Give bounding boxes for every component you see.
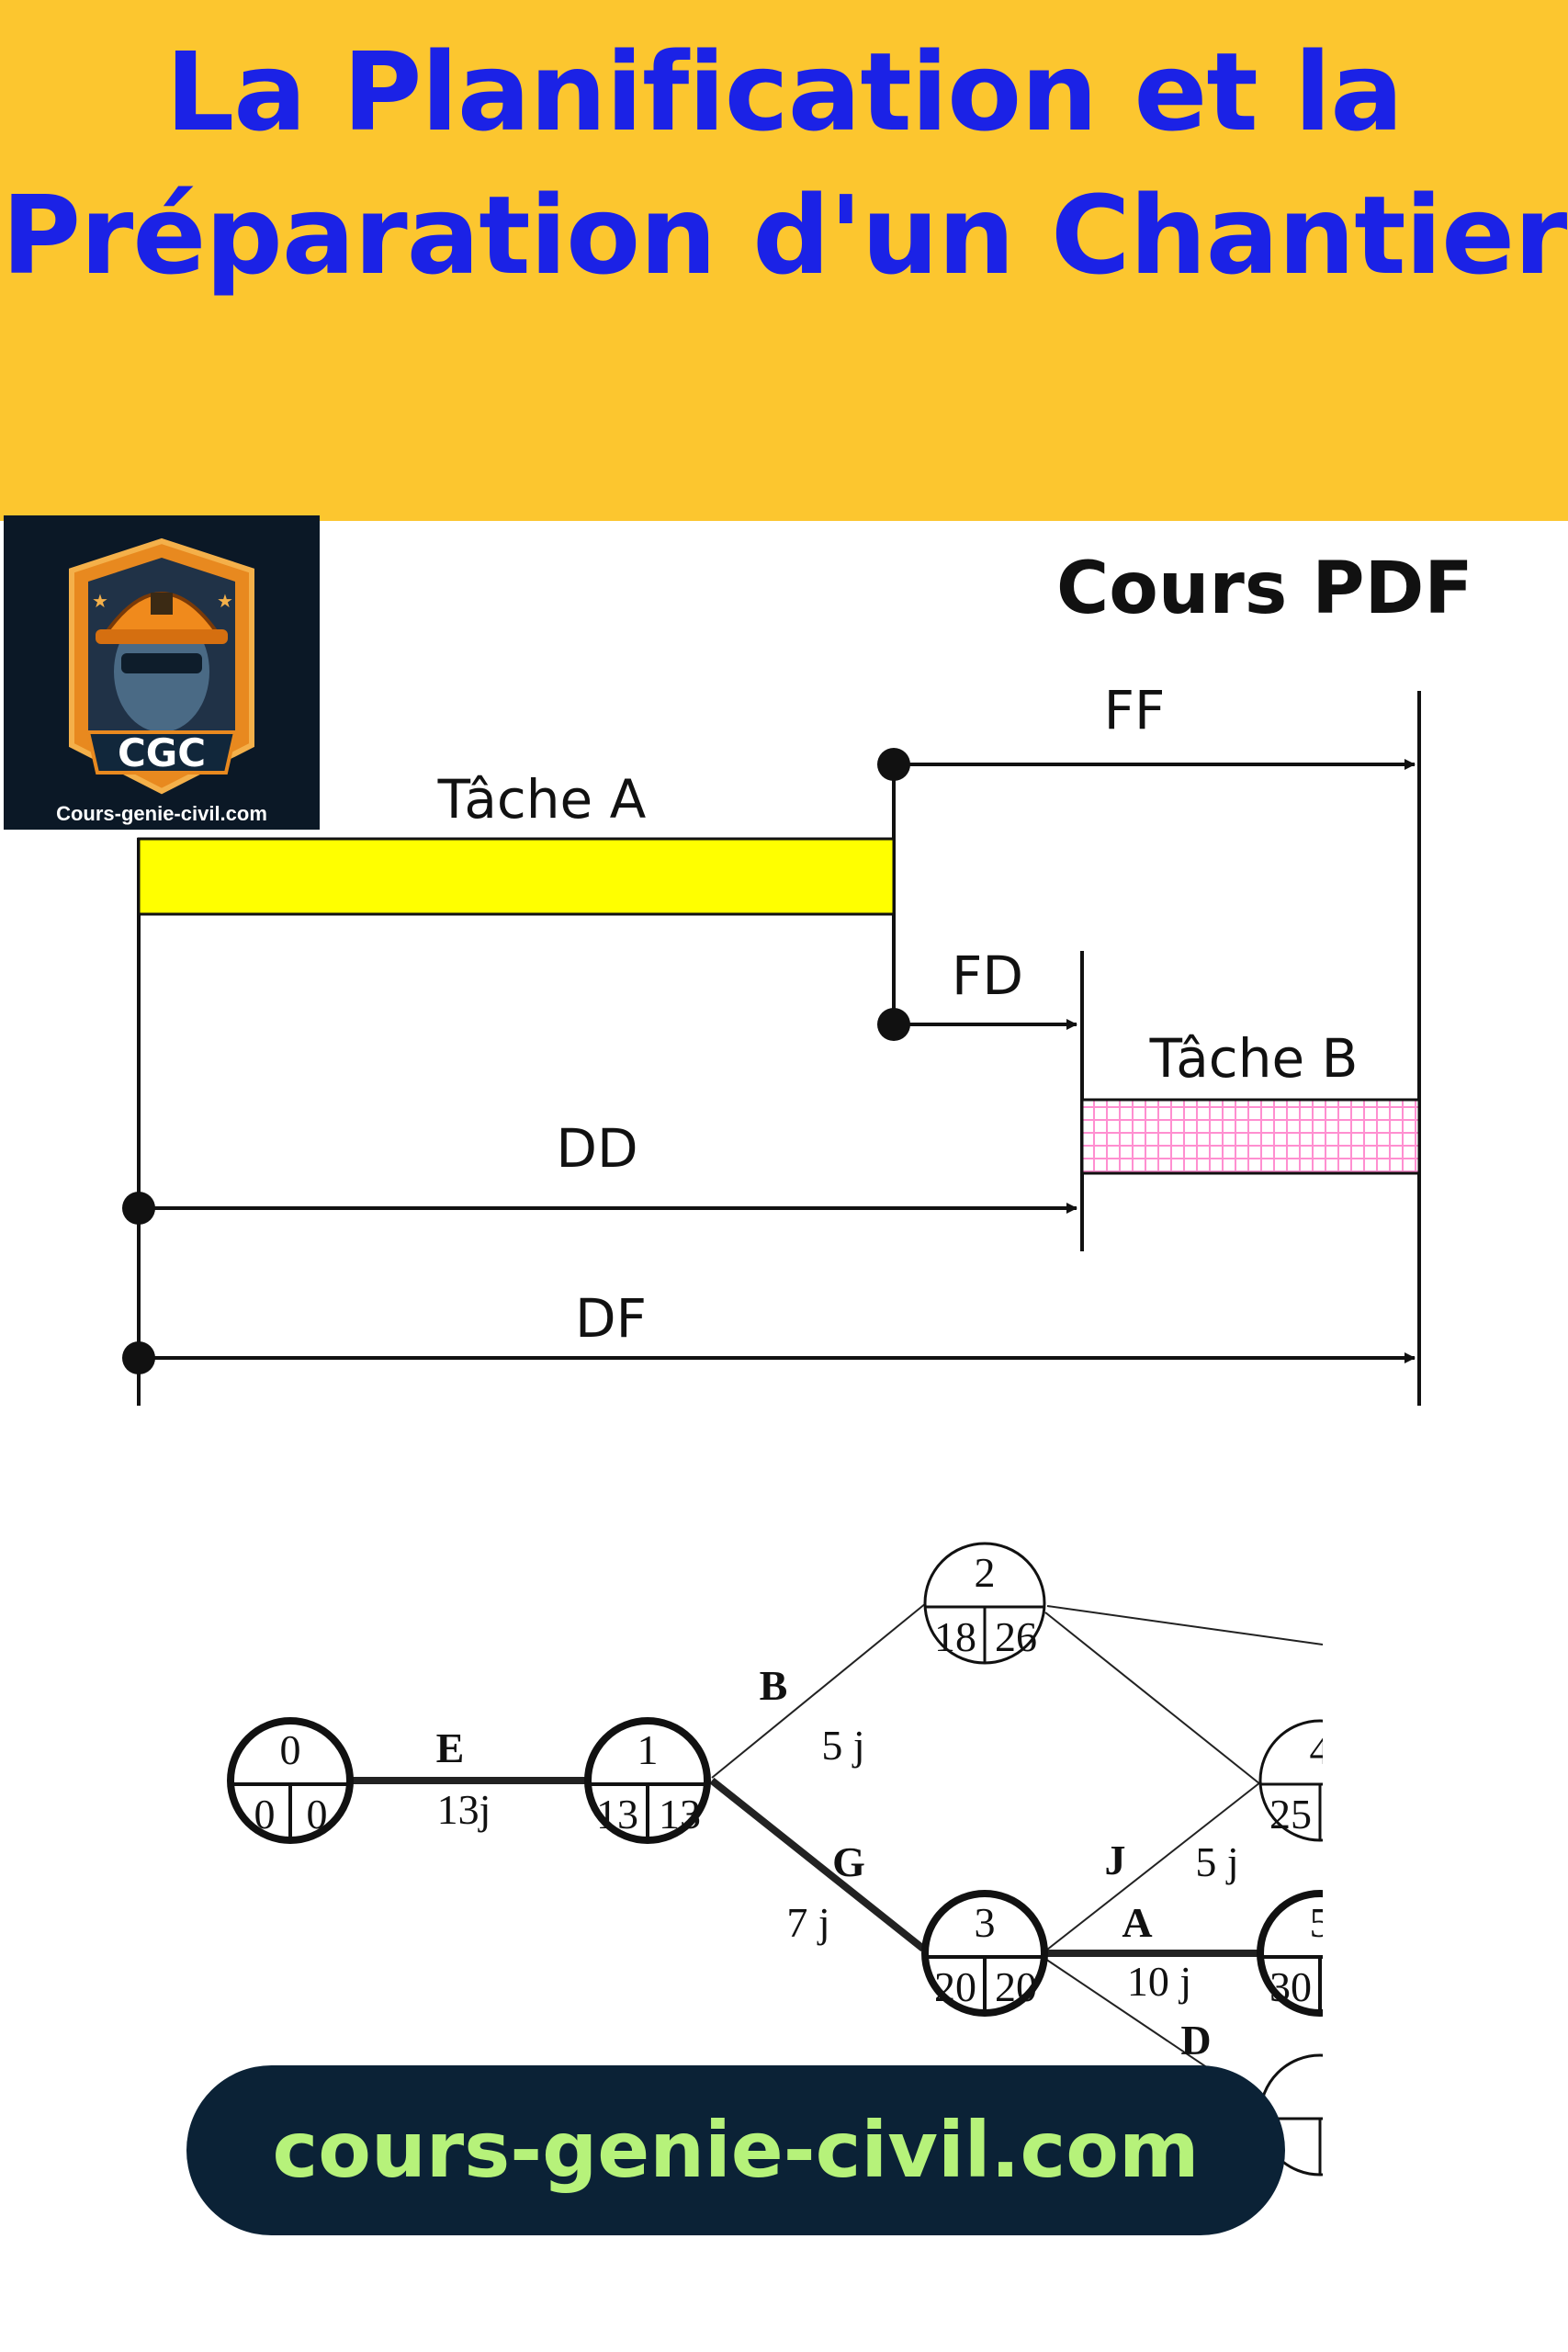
activity-a-duration: 10 j <box>1127 1958 1191 2005</box>
node-3: 3 20 20 <box>921 1890 1048 2017</box>
ff-label: FF <box>1104 679 1166 741</box>
svg-text:0: 0 <box>280 1726 301 1773</box>
svg-text:25: 25 <box>1269 1791 1312 1838</box>
svg-text:1: 1 <box>637 1726 659 1773</box>
activity-b-duration: 5 j <box>821 1722 864 1769</box>
edge-2-4 <box>1044 1611 1261 1785</box>
site-url-pill[interactable]: cours-genie-civil.com <box>186 2065 1285 2235</box>
title-banner: La Planification et la Préparation d'un … <box>0 0 1568 521</box>
svg-text:13: 13 <box>659 1791 701 1838</box>
node-2: 2 18 26 <box>923 1542 1046 1665</box>
svg-text:4: 4 <box>1310 1726 1331 1773</box>
activity-e-duration: 13j <box>437 1786 491 1833</box>
page-title: La Planification et la Préparation d'un … <box>1 28 1568 299</box>
node-1: 1 13 13 <box>584 1717 711 1844</box>
edge-b <box>711 1602 927 1779</box>
node-0: 0 0 0 <box>227 1717 354 1844</box>
svg-text:5: 5 <box>1310 1899 1331 1946</box>
dd-label: DD <box>556 1117 637 1180</box>
pert-network: 0 0 0 1 13 13 2 18 26 3 20 20 <box>227 1542 1331 2177</box>
node-4: 4 25 <box>1258 1719 1331 1842</box>
task-a-bar <box>137 837 896 916</box>
activity-b-name: B <box>760 1662 788 1709</box>
svg-text:30: 30 <box>1269 1963 1312 2010</box>
site-url[interactable]: cours-genie-civil.com <box>272 2105 1200 2195</box>
svg-text:★: ★ <box>217 590 233 612</box>
logo-url: Cours-genie-civil.com <box>56 802 267 825</box>
svg-text:0: 0 <box>254 1791 276 1838</box>
svg-text:★: ★ <box>92 590 108 612</box>
activity-e-name: E <box>436 1724 465 1771</box>
cours-pdf-label: Cours PDF <box>1056 548 1473 630</box>
fd-label: FD <box>952 944 1023 1007</box>
edge-2-out <box>1046 1605 1323 1645</box>
svg-text:2: 2 <box>975 1549 996 1596</box>
task-a-label: Tâche A <box>437 768 647 831</box>
activity-g-duration: 7 j <box>786 1899 829 1946</box>
svg-text:18: 18 <box>934 1613 976 1660</box>
activity-j-name: J <box>1105 1837 1126 1883</box>
logo-letters: CGC <box>118 730 206 775</box>
task-b-label: Tâche B <box>1149 1027 1359 1090</box>
svg-text:13: 13 <box>596 1791 638 1838</box>
engineer-helmet-icon: ★ ★ CGC <box>69 537 254 795</box>
activity-d-name: D <box>1180 2017 1211 2064</box>
edge-g <box>709 1777 926 1952</box>
node-5: 5 30 <box>1257 1890 1331 2017</box>
cgc-logo: ★ ★ CGC Cours-genie-civil.com <box>4 515 320 830</box>
svg-text:20: 20 <box>934 1963 976 2010</box>
task-b-bar <box>1080 1098 1421 1175</box>
activity-j-duration: 5 j <box>1195 1838 1238 1885</box>
svg-text:3: 3 <box>975 1899 996 1946</box>
activity-g-name: G <box>832 1838 865 1885</box>
activity-a-name: A <box>1122 1899 1152 1946</box>
svg-text:20: 20 <box>995 1963 1037 2010</box>
svg-text:26: 26 <box>995 1613 1037 1660</box>
df-label: DF <box>575 1287 647 1350</box>
svg-text:0: 0 <box>307 1791 328 1838</box>
edge-j <box>1046 1781 1261 1951</box>
